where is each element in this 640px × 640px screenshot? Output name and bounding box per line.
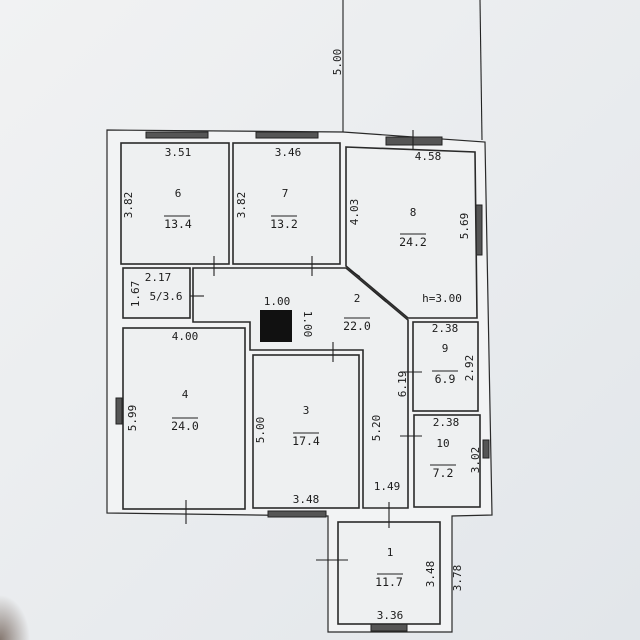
svg-text:3.02: 3.02 — [469, 447, 482, 474]
room-6 — [120, 142, 230, 265]
svg-text:24.0: 24.0 — [171, 419, 199, 433]
room-2-labels: 1.00 1.00 2 22.0 5.20 6.19 1.49 — [264, 292, 409, 493]
svg-text:11.7: 11.7 — [375, 575, 403, 589]
svg-text:9: 9 — [442, 342, 449, 355]
room-1 — [337, 521, 441, 625]
window — [145, 131, 209, 139]
svg-text:1.00: 1.00 — [301, 311, 314, 338]
svg-text:3.82: 3.82 — [235, 192, 248, 219]
svg-text:3.78: 3.78 — [451, 565, 464, 592]
room-7 — [232, 142, 341, 265]
room-8 — [345, 146, 478, 319]
top-extension: 5.00 — [331, 0, 483, 141]
svg-text:10: 10 — [436, 437, 449, 450]
top-dimension: 5.00 — [331, 49, 344, 76]
svg-text:1.00: 1.00 — [264, 295, 291, 308]
room-4-labels: 4.00 5.99 4 24.0 — [126, 330, 199, 433]
svg-text:3.51: 3.51 — [165, 146, 192, 159]
svg-text:2.92: 2.92 — [463, 355, 476, 382]
svg-text:8: 8 — [410, 206, 417, 219]
window — [385, 136, 443, 146]
room-3-labels: 5.00 3 17.4 3.48 — [254, 404, 320, 506]
svg-text:2.38: 2.38 — [433, 416, 460, 429]
svg-text:4.03: 4.03 — [348, 199, 361, 226]
room-10 — [413, 414, 481, 508]
window — [115, 397, 123, 425]
svg-text:13.2: 13.2 — [270, 217, 298, 231]
svg-text:4.58: 4.58 — [415, 150, 442, 163]
stair-block — [260, 310, 292, 342]
svg-text:3.46: 3.46 — [275, 146, 302, 159]
svg-text:3.48: 3.48 — [424, 561, 437, 588]
svg-text:4.00: 4.00 — [172, 330, 199, 343]
window — [482, 439, 490, 459]
svg-text:2: 2 — [354, 292, 361, 305]
window — [370, 623, 408, 632]
room-5-labels: 2.17 1.67 5/3.6 — [129, 271, 183, 307]
svg-text:2.17: 2.17 — [145, 271, 172, 284]
svg-text:5.20: 5.20 — [370, 415, 383, 442]
room-6-labels: 3.51 3.82 6 13.4 — [122, 146, 192, 231]
room-10-labels: 2.38 10 7.2 3.02 — [430, 416, 482, 480]
svg-text:4: 4 — [182, 388, 189, 401]
svg-text:1.49: 1.49 — [374, 480, 401, 493]
svg-text:3.36: 3.36 — [377, 609, 404, 622]
svg-text:22.0: 22.0 — [343, 319, 371, 333]
svg-text:1.67: 1.67 — [129, 281, 142, 308]
room-7-labels: 3.46 3.82 7 13.2 — [235, 146, 301, 231]
svg-text:7.2: 7.2 — [433, 466, 454, 480]
window — [267, 510, 327, 518]
window — [255, 131, 319, 139]
svg-text:3.48: 3.48 — [293, 493, 320, 506]
room-5 — [122, 267, 191, 319]
room-8-labels: 4.58 4.03 5.69 8 24.2 h=3.00 — [348, 150, 471, 305]
finger-shadow — [0, 460, 120, 640]
ceiling-height: h=3.00 — [422, 292, 462, 305]
room-9 — [412, 321, 479, 412]
svg-text:5.99: 5.99 — [126, 405, 139, 432]
svg-text:6: 6 — [175, 187, 182, 200]
svg-text:5.69: 5.69 — [458, 213, 471, 240]
svg-text:13.4: 13.4 — [164, 217, 192, 231]
svg-text:6.9: 6.9 — [435, 372, 456, 386]
svg-text:3: 3 — [303, 404, 310, 417]
room-9-labels: 2.38 9 6.9 2.92 — [432, 322, 476, 386]
svg-text:7: 7 — [282, 187, 289, 200]
door-marks — [185, 130, 422, 561]
svg-text:6.19: 6.19 — [396, 371, 409, 398]
svg-text:1: 1 — [387, 546, 394, 559]
svg-text:24.2: 24.2 — [399, 235, 427, 249]
svg-text:2.38: 2.38 — [432, 322, 459, 335]
svg-text:5.00: 5.00 — [254, 417, 267, 444]
room-3 — [252, 354, 360, 509]
svg-text:17.4: 17.4 — [292, 434, 320, 448]
room-1-labels: 1 11.7 3.48 3.78 3.36 — [375, 546, 464, 622]
svg-text:3.82: 3.82 — [122, 192, 135, 219]
svg-text:5/3.6: 5/3.6 — [149, 290, 182, 303]
